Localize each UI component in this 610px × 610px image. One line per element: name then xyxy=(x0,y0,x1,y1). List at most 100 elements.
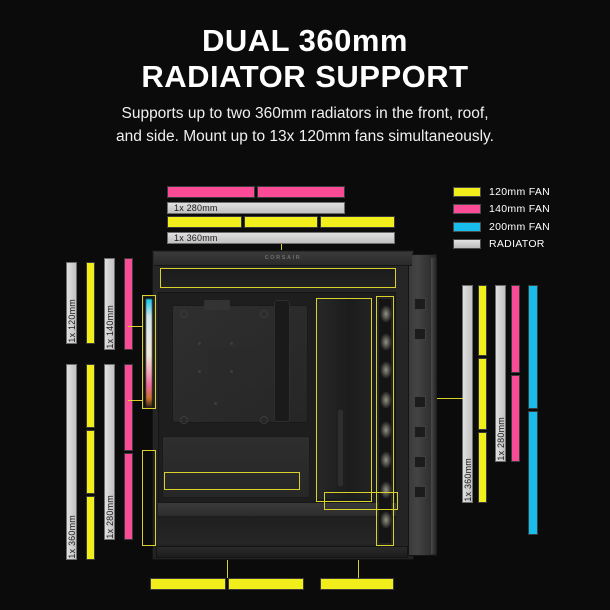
legend-item-120mm-fan: 120mm FAN xyxy=(453,184,603,199)
legend-label-120mm-fan: 120mm FAN xyxy=(489,185,551,198)
fan-glow xyxy=(380,391,392,409)
motherboard-top-bracket xyxy=(204,300,230,310)
rear-io-slot xyxy=(414,456,426,468)
mount-highlight-side-fans xyxy=(376,296,394,546)
mount-highlight-front-lower xyxy=(142,450,156,546)
roof-radiator-bar-360mm: 1x 360mm xyxy=(167,232,395,244)
corsair-brand-logo: CORSAIR xyxy=(264,255,302,261)
connector-side xyxy=(437,398,463,399)
front-radiator-label-120mm: 1x 120mm xyxy=(66,299,77,343)
fan-segment xyxy=(228,578,304,590)
side-radiator-label-280mm: 1x 280mm xyxy=(495,417,506,461)
front-radiator-bar-120mm: 1x 120mm xyxy=(66,262,77,344)
legend-item-200mm-fan: 200mm FAN xyxy=(453,219,603,234)
fan-segment xyxy=(167,216,242,228)
fan-segment xyxy=(478,358,487,430)
case-bottom-compartment xyxy=(158,518,396,544)
fan-glow xyxy=(380,305,392,323)
fan-segment xyxy=(86,364,95,428)
case-rear-edge xyxy=(431,258,437,554)
front-fan-bar-120mm xyxy=(86,262,95,344)
fan-swatch-120mm-icon xyxy=(453,186,481,197)
front-radiator-bar-360mm: 1x 360mm xyxy=(66,364,77,560)
standoff-screw xyxy=(180,310,188,318)
fan-glow xyxy=(380,361,392,379)
fan-segment xyxy=(320,216,396,228)
standoff-screw xyxy=(260,416,268,424)
tray-hole xyxy=(230,370,233,373)
front-fan-bar-280mm xyxy=(124,364,133,540)
case-side-chamber xyxy=(316,298,372,500)
side-fan-bar-200mm xyxy=(528,285,538,535)
page-subtitle-line-2: and side. Mount up to 13x 120mm fans sim… xyxy=(116,128,494,145)
fan-glow xyxy=(380,333,392,351)
roof-radiator-label-360mm: 1x 360mm xyxy=(174,233,218,243)
mount-highlight-front-upper xyxy=(142,295,156,409)
standoff-screw xyxy=(260,310,268,318)
legend-label-140mm-fan: 140mm FAN xyxy=(489,203,551,215)
side-radiator-bar-360mm: 1x 360mm xyxy=(462,285,473,503)
fan-segment xyxy=(124,258,133,350)
page-title-line-1: DUAL 360mm xyxy=(201,23,408,58)
roof-radiator-label-280mm: 1x 280mm xyxy=(174,203,218,213)
case-side-slot xyxy=(338,410,343,486)
fan-segment xyxy=(86,262,95,344)
front-radiator-bar-140mm: 1x 140mm xyxy=(104,258,115,350)
fan-segment xyxy=(257,186,345,198)
standoff-screw xyxy=(180,416,188,424)
front-radiator-label-360mm: 1x 360mm xyxy=(66,515,77,559)
fan-segment xyxy=(124,453,133,540)
roof-fan-bar-140mm xyxy=(167,186,345,198)
bottom-fan-bar-a xyxy=(150,578,304,590)
fan-glow xyxy=(380,481,392,499)
front-fan-rgb-strip xyxy=(143,296,154,408)
page-subtitle-line-1: Supports up to two 360mm radiators in th… xyxy=(121,105,489,122)
fan-glow xyxy=(380,421,392,439)
fan-segment xyxy=(167,186,255,198)
fan-segment xyxy=(511,285,520,373)
mount-highlight-roof xyxy=(160,268,396,288)
fan-segment xyxy=(528,285,538,409)
front-fan-bar-360mm xyxy=(86,364,95,560)
psu-shroud xyxy=(162,436,310,498)
side-radiator-bar-280mm: 1x 280mm xyxy=(495,285,506,462)
rear-io-slot xyxy=(414,328,426,340)
side-radiator-label-360mm: 1x 360mm xyxy=(462,458,473,502)
fan-glow xyxy=(380,451,392,469)
fan-swatch-140mm-icon xyxy=(453,204,481,214)
tray-hole xyxy=(230,342,233,345)
legend: 120mm FAN 140mm FAN 200mm FAN RADIATOR xyxy=(453,184,603,254)
fan-segment xyxy=(86,496,95,560)
fan-glow xyxy=(380,511,392,529)
mount-highlight-side-chamber xyxy=(316,298,372,502)
roof-radiator-bar-280mm: 1x 280mm xyxy=(167,202,345,214)
fan-segment xyxy=(150,578,226,590)
connector-bottom-right xyxy=(358,556,359,578)
legend-label-radiator: RADIATOR xyxy=(489,238,545,250)
fan-segment xyxy=(320,578,394,590)
fan-segment xyxy=(124,364,133,451)
legend-item-140mm-fan: 140mm FAN xyxy=(453,202,603,217)
rear-io-slot xyxy=(414,426,426,438)
case-feet-strip xyxy=(156,546,408,558)
fan-segment xyxy=(511,374,520,462)
radiator-swatch-icon xyxy=(453,239,481,249)
fan-segment xyxy=(243,216,319,228)
legend-label-200mm-fan: 200mm FAN xyxy=(489,220,551,233)
tray-hole xyxy=(214,402,217,405)
fan-segment xyxy=(478,431,487,503)
fan-segment xyxy=(528,411,538,535)
page-title-line-2: RADIATOR SUPPORT xyxy=(141,59,469,94)
rear-io-slot xyxy=(414,298,426,310)
rear-io-slot xyxy=(414,486,426,498)
side-fan-bar-360mm xyxy=(478,285,487,503)
pc-case-illustration: CORSAIR xyxy=(142,250,437,560)
motherboard-cpu-cutout xyxy=(208,348,256,390)
front-fan-bar-140mm xyxy=(124,258,133,350)
rear-io-slot xyxy=(414,396,426,408)
fan-segment xyxy=(478,285,487,357)
mount-highlight-bottom-left xyxy=(164,472,300,490)
connector-bottom-left xyxy=(227,556,228,578)
front-radiator-label-280mm: 1x 280mm xyxy=(104,495,115,539)
